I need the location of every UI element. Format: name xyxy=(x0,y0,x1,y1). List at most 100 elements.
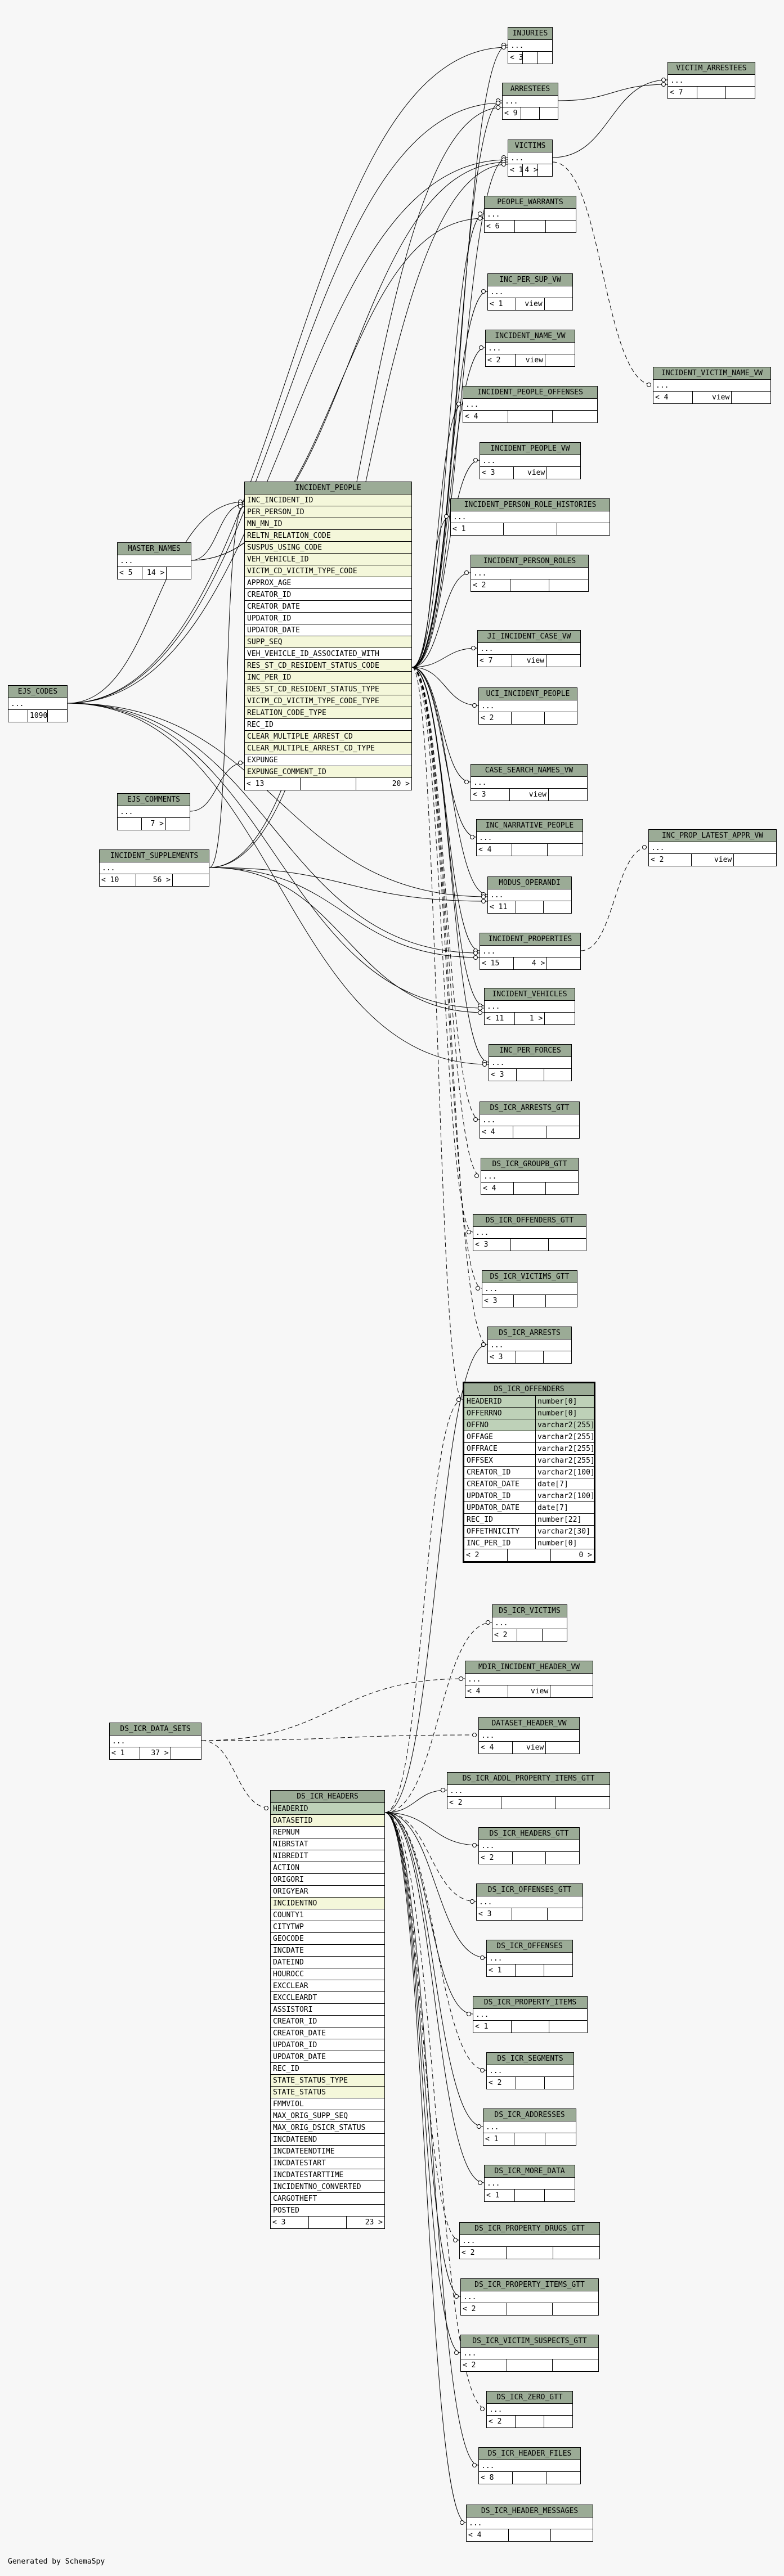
columns-collapsed: ... xyxy=(118,555,191,567)
table-uci-incident-people[interactable]: UCI_INCIDENT_PEOPLE ... < 2 xyxy=(478,687,577,725)
table-ds-icr-property-items[interactable]: DS_ICR_PROPERTY_ITEMS ... < 1 xyxy=(473,1996,588,2033)
columns-collapsed: ... xyxy=(461,2348,598,2359)
cardinality-marker xyxy=(501,160,506,164)
columns-collapsed: ... xyxy=(485,209,576,221)
table-inc-narrative-people[interactable]: INC_NARRATIVE_PEOPLE ... < 4 xyxy=(476,819,583,856)
column-name: CREATOR_ID xyxy=(273,2017,317,2026)
cardinality-marker xyxy=(501,45,506,50)
table-modus-operandi[interactable]: MODUS_OPERANDI ... < 11 xyxy=(487,876,572,914)
column-type: varchar2[30] xyxy=(535,1526,590,1537)
table-ds-icr-victims-gtt[interactable]: DS_ICR_VICTIMS_GTT ... < 3 xyxy=(482,1270,577,1307)
column-row: RES_ST_CD_RESIDENT_STATUS_CODE xyxy=(245,660,411,672)
column-row: PER_PERSON_ID xyxy=(245,506,411,518)
table-ds-icr-property-items-gtt[interactable]: DS_ICR_PROPERTY_ITEMS_GTT ... < 2 xyxy=(460,2278,599,2316)
column-name: CLEAR_MULTIPLE_ARREST_CD xyxy=(247,732,353,741)
table-ds-icr-arrests[interactable]: DS_ICR_ARRESTS ... < 3 xyxy=(487,1327,572,1364)
table-ds-icr-header-messages[interactable]: DS_ICR_HEADER_MESSAGES ... < 4 xyxy=(466,2505,593,2542)
table-arrestees[interactable]: ARRESTEES ... < 9 xyxy=(502,83,558,120)
table-ds-icr-segments[interactable]: DS_ICR_SEGMENTS ... < 2 xyxy=(486,2052,574,2089)
column-name: RELTN_RELATION_CODE xyxy=(247,532,331,540)
table-title: CASE_SEARCH_NAMES_VW xyxy=(471,765,587,777)
table-ds-icr-victims[interactable]: DS_ICR_VICTIMS ... < 2 xyxy=(492,1604,567,1642)
table-ds-icr-offenses[interactable]: DS_ICR_OFFENSES ... < 1 xyxy=(486,1940,573,1977)
column-name: OFFRACE xyxy=(467,1445,498,1453)
table-victims[interactable]: VICTIMS ... < 114 > xyxy=(508,140,553,177)
column-row: NIBREDIT xyxy=(271,1850,384,1862)
columns-collapsed: ... xyxy=(471,568,588,579)
columns-collapsed: ... xyxy=(463,399,597,411)
cardinality-marker xyxy=(481,894,486,899)
table-incident-people-offenses[interactable]: INCIDENT_PEOPLE_OFFENSES ... < 4 xyxy=(463,386,598,423)
columns-collapsed: ... xyxy=(482,1283,577,1295)
table-ds-icr-more-data[interactable]: DS_ICR_MORE_DATA ... < 1 xyxy=(484,2165,575,2202)
columns-collapsed: ... xyxy=(473,1227,586,1239)
table-footer: < 3 xyxy=(473,1239,586,1251)
column-name: UPDATOR_ID xyxy=(467,1492,511,1500)
table-ds-icr-victim-suspects-gtt[interactable]: DS_ICR_VICTIM_SUSPECTS_GTT ... < 2 xyxy=(460,2335,599,2372)
cardinality-marker xyxy=(480,1955,485,1960)
column-row: CREATOR_DATE xyxy=(271,2027,384,2039)
table-ds-icr-addl-property-items-gtt[interactable]: DS_ICR_ADDL_PROPERTY_ITEMS_GTT ... < 2 xyxy=(447,1772,610,1809)
table-ds-icr-zero-gtt[interactable]: DS_ICR_ZERO_GTT ... < 2 xyxy=(486,2391,573,2428)
table-footer: < 3 xyxy=(488,1351,571,1363)
cardinality-marker xyxy=(481,1342,486,1347)
table-ds-icr-addresses[interactable]: DS_ICR_ADDRESSES ... < 1 xyxy=(483,2109,576,2146)
table-footer: < 4 xyxy=(463,411,597,422)
table-victim-arrestees[interactable]: VICTIM_ARRESTEES ... < 7 xyxy=(667,62,755,99)
table-injuries[interactable]: INJURIES ... < 3 xyxy=(508,27,553,64)
table-ds-icr-arrests-gtt[interactable]: DS_ICR_ARRESTS_GTT ... < 4 xyxy=(480,1102,580,1139)
relationship-line xyxy=(209,867,480,958)
table-inc-per-forces[interactable]: INC_PER_FORCES ... < 3 xyxy=(489,1044,572,1081)
table-ds-icr-headers-gtt[interactable]: DS_ICR_HEADERS_GTT ... < 2 xyxy=(478,1827,580,1864)
column-name: SUPP_SEQ xyxy=(247,638,283,646)
column-name: INCIDENTNO xyxy=(273,1899,317,1908)
cardinality-marker xyxy=(238,500,243,504)
table-ds-icr-offenders-gtt[interactable]: DS_ICR_OFFENDERS_GTT ... < 3 xyxy=(473,1214,586,1251)
column-name: REPNUM xyxy=(273,1828,299,1837)
table-ds-icr-offenses-gtt[interactable]: DS_ICR_OFFENSES_GTT ... < 3 xyxy=(476,1883,583,1921)
table-ds-icr-groupb-gtt[interactable]: DS_ICR_GROUPB_GTT ... < 4 xyxy=(481,1158,579,1195)
table-ejs-comments[interactable]: EJS_COMMENTS ... 7 > xyxy=(117,793,190,830)
cardinality-marker xyxy=(454,2294,459,2299)
column-row: RELATION_CODE_TYPE xyxy=(245,707,411,719)
column-row: ACTION xyxy=(271,1862,384,1874)
table-incident-person-roles[interactable]: INCIDENT_PERSON_ROLES ... < 2 xyxy=(471,555,589,592)
column-name: REC_ID xyxy=(273,2065,299,2073)
relationship-line xyxy=(552,79,668,158)
cardinality-marker xyxy=(482,1062,487,1067)
relationship-line xyxy=(384,1812,485,2183)
table-ejs-codes[interactable]: EJS_CODES ... 1090 > xyxy=(8,685,68,722)
table-people-warrants[interactable]: PEOPLE_WARRANTS ... < 6 xyxy=(484,196,576,233)
table-incident-person-role-histories[interactable]: INCIDENT_PERSON_ROLE_HISTORIES ... < 1 xyxy=(450,498,610,536)
cardinality-marker xyxy=(486,1620,490,1625)
table-ds-icr-property-drugs-gtt[interactable]: DS_ICR_PROPERTY_DRUGS_GTT ... < 2 xyxy=(459,2222,600,2259)
table-title: DS_ICR_HEADERS_GTT xyxy=(479,1828,579,1840)
columns-collapsed: ... xyxy=(477,1896,583,1908)
table-footer: < 2 xyxy=(461,2303,598,2315)
column-name: MAX_ORIG_DSICR_STATUS xyxy=(273,2124,366,2132)
columns-collapsed: ... xyxy=(479,1730,579,1742)
column-name: CREATOR_DATE xyxy=(247,603,300,611)
table-ds-icr-header-files[interactable]: DS_ICR_HEADER_FILES ... < 8 xyxy=(478,2447,581,2484)
